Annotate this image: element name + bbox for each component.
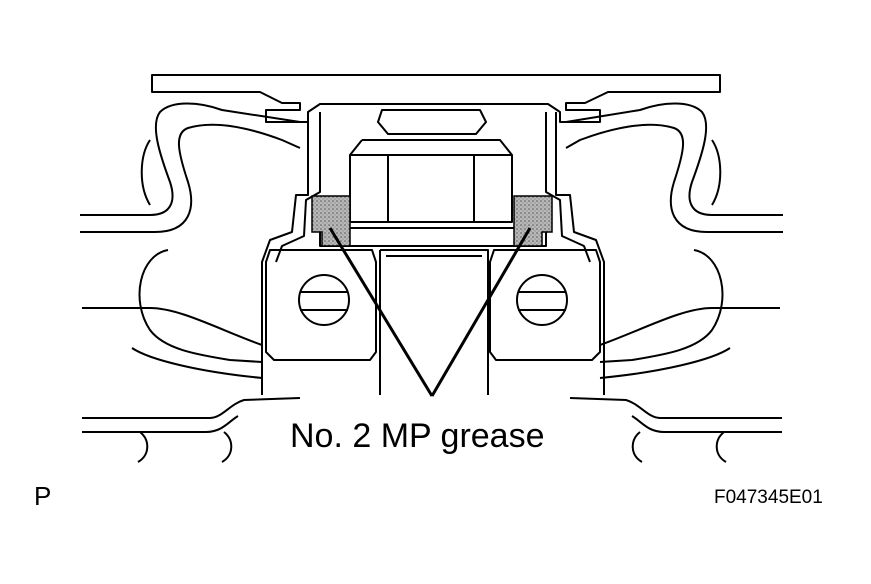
left-bearing-race <box>265 249 377 361</box>
right-inner-housing <box>545 112 605 395</box>
right-lower-insulator <box>599 307 780 379</box>
left-inner-housing <box>261 112 321 395</box>
lower-plate <box>82 397 782 433</box>
grease-callout-label: No. 2 MP grease <box>286 414 549 458</box>
right-insulator-lobe <box>599 139 724 363</box>
left-outer-insulator <box>80 102 301 233</box>
stud-thread <box>377 109 487 135</box>
leader-line-left <box>328 227 434 397</box>
leader-line-right <box>430 227 532 397</box>
nut-body <box>349 154 513 223</box>
left-insulator-lobe <box>138 139 263 363</box>
right-bearing-race <box>489 249 601 361</box>
spacer <box>379 249 489 395</box>
nut-flats <box>349 139 513 222</box>
right-grease-area <box>513 195 553 247</box>
right-outer-insulator <box>565 102 783 233</box>
top-plate <box>151 74 721 123</box>
figure-id: F047345E01 <box>714 484 823 512</box>
left-bearing-ball <box>298 274 350 326</box>
left-grease-area <box>311 195 351 247</box>
view-letter: P <box>34 478 52 514</box>
washer <box>319 227 547 247</box>
left-lower-insulator <box>82 307 263 379</box>
right-bearing-ball <box>516 274 568 326</box>
lower-plate-flange <box>137 431 727 463</box>
